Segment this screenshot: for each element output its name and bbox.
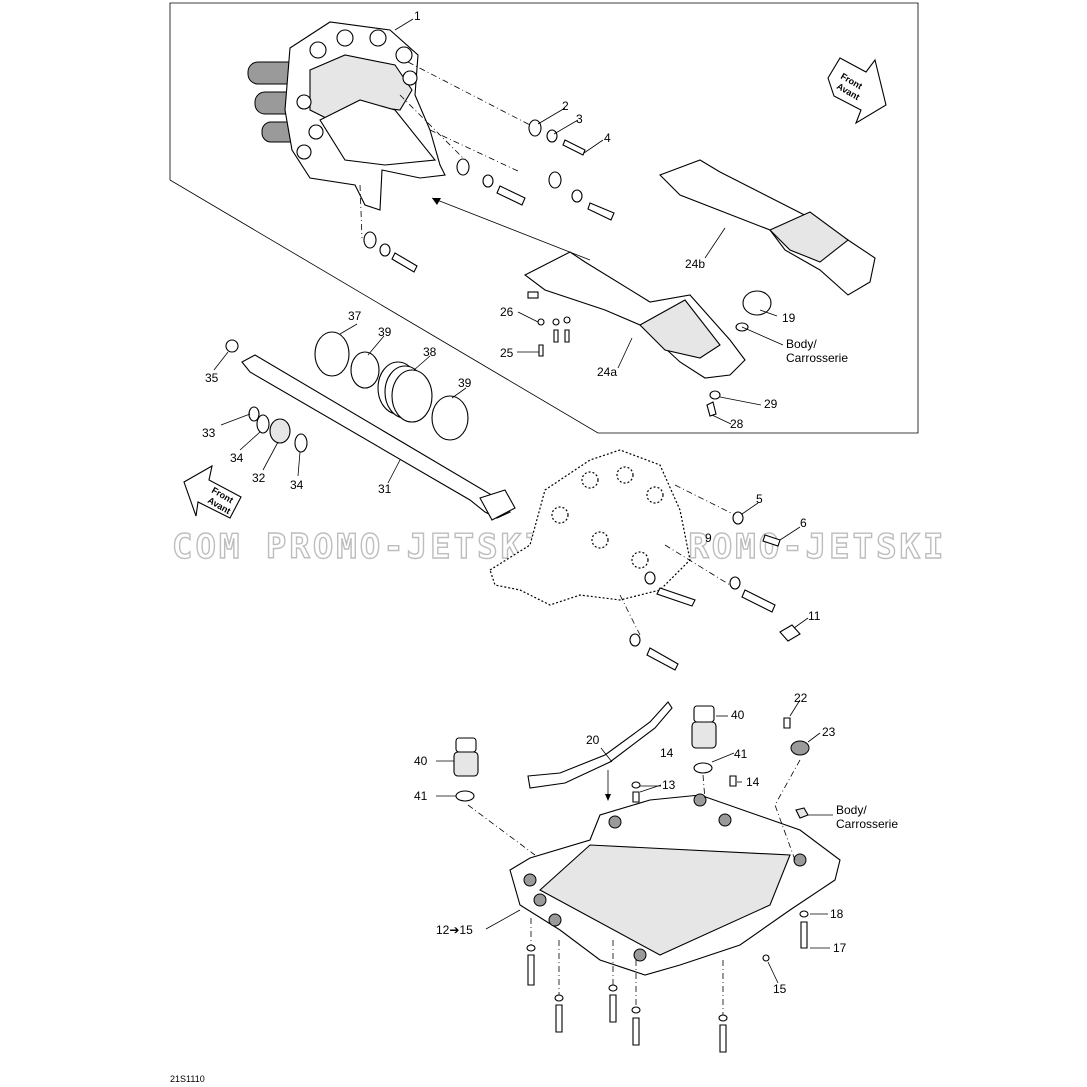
cap-35-part [225,339,239,353]
svg-text:39: 39 [378,325,392,339]
svg-text:31: 31 [378,482,392,496]
svg-text:18: 18 [830,907,844,921]
svg-text:23: 23 [822,725,836,739]
support-24b-part [659,159,876,296]
callout-labels: 1 2 3 4 24b 26 19 25 24a 29 28 37 39 38 … [202,9,847,996]
body-note-lower-line1: Body/ [836,803,867,817]
screw-14-right-part [729,775,737,787]
svg-text:39: 39 [458,376,472,390]
svg-text:32: 32 [252,471,266,485]
fitting-40-left-part [453,737,479,777]
svg-text:6: 6 [800,516,807,530]
svg-text:14: 14 [746,775,760,789]
svg-text:4: 4 [604,131,611,145]
svg-text:40: 40 [731,708,745,722]
fitting-40-right-part [691,705,717,749]
svg-text:33: 33 [202,426,216,440]
front-arrow-lower: Front Avant [183,464,242,519]
ring-34b-part [294,433,308,453]
oring-41-right-part [693,762,713,774]
strip-20-part [527,701,673,789]
pump-housing-part [247,21,446,211]
body-note-upper-line1: Body/ [786,337,817,351]
support-24a-part [523,251,746,379]
clamp-39b-part [431,395,469,441]
svg-text:29: 29 [764,397,778,411]
svg-text:38: 38 [423,345,437,359]
screw-28-part [706,401,717,417]
svg-text:26: 26 [500,305,514,319]
clamp-39a-part [350,351,380,389]
washer-bolt-group-5-6 [629,511,801,671]
washer-13-part [631,781,641,789]
svg-text:20: 20 [586,733,600,747]
svg-text:3: 3 [576,112,583,126]
svg-text:34: 34 [230,451,244,465]
svg-text:41: 41 [734,747,748,761]
fastener-group-25-26 [537,316,571,357]
svg-text:37: 37 [348,309,362,323]
svg-text:24b: 24b [685,257,705,271]
ride-plate-part [509,793,841,976]
ring-37-part [314,331,350,377]
svg-text:2: 2 [562,99,569,113]
body-note-lower-line2: Carrosserie [836,817,898,831]
svg-text:12➔15: 12➔15 [436,923,473,937]
svg-text:11: 11 [808,609,821,623]
svg-text:41: 41 [414,789,428,803]
svg-text:19: 19 [782,311,796,325]
upper-assembly-frame [169,2,919,434]
svg-text:34: 34 [290,478,304,492]
svg-text:9: 9 [705,531,712,545]
ring-34a-part [256,414,270,434]
seal-32-part [269,418,291,444]
nut-body-part [795,807,809,819]
figure-code: 21S1110 [170,1074,205,1084]
svg-text:40: 40 [414,754,428,768]
washer-29-part [709,390,721,400]
svg-text:14: 14 [660,746,674,760]
svg-text:22: 22 [794,691,808,705]
screw-14-left-part [632,791,640,803]
svg-text:13: 13 [662,778,676,792]
front-arrow-upper: Front Avant [827,57,887,125]
svg-text:24a: 24a [597,365,617,379]
grommet-23-part [790,740,810,756]
svg-text:28: 28 [730,417,744,431]
svg-text:25: 25 [500,346,514,360]
svg-text:35: 35 [205,371,219,385]
svg-text:17: 17 [833,941,847,955]
drive-shaft-31-part [241,354,516,521]
boot-38-part [377,361,433,423]
svg-text:5: 5 [756,492,763,506]
svg-text:1: 1 [414,9,421,23]
plug-19-part [742,290,772,316]
screw-22-part [783,717,791,729]
svg-text:15: 15 [773,982,787,996]
body-note-upper-line2: Carrosserie [786,351,848,365]
oring-41-left-part [455,790,475,802]
bottom-bolt-group-17-18 [526,910,809,1053]
